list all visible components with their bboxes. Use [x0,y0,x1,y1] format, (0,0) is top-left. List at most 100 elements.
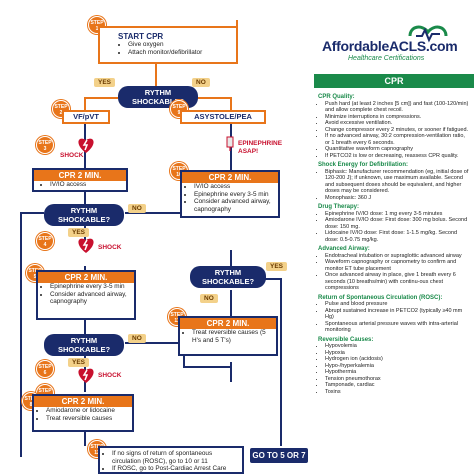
list-item: Abrupt sustained increase in PETCO2 (typ… [325,308,470,321]
list-item: Consider advanced airway, capnography [194,198,278,213]
connector [84,97,118,99]
connector [155,62,157,86]
list-item: Treat reversible causes [46,415,132,423]
list-item: Epinephrine every 3-5 min [50,283,134,291]
section-heading: Drug Therapy: [318,204,360,210]
cpr-box-list: IV/IO access Epinephrine every 3-5 min C… [182,183,278,213]
cpr-box-title: CPR 2 MIN. [182,172,278,183]
list-item: Endotracheal intubation or supraglottic … [325,253,470,260]
cpr-box-list: Epinephrine every 3-5 min Consider advan… [38,283,134,306]
start-cpr-box[interactable]: START CPR Give oxygen Attach monitor/def… [98,26,238,64]
connector [84,320,86,334]
start-cpr-list: Give oxygen Attach monitor/defibrillator [106,41,230,56]
list-item: Hypo-/hyperkalemia [325,363,470,370]
vf-pvt-box[interactable]: VF/pVT [62,110,110,124]
connector [84,430,86,446]
rhythm-shockable-decision-right[interactable]: RYTHM SHOCKABLE? [190,266,266,288]
yes-label: YES [266,262,288,271]
yes-label: YES [94,78,116,87]
heart-shock-icon [78,238,94,253]
rhythm-shockable-decision-mid[interactable]: RYTHM SHOCKABLE? [44,204,124,226]
shock-label: SHOCK [60,152,84,159]
list-item: If no advanced airway, 30:2 compression-… [325,133,470,146]
section-heading: Shock Energy for Defibrillation: [318,162,409,168]
connector [84,190,86,206]
list-item: Quantitative waveform capnography [325,146,470,153]
connector [196,97,232,99]
step-badge-3: STEP 3 [36,136,54,154]
list-item: Epinephrine IV/IO dose: 1 mg every 3-5 m… [325,211,470,218]
cpr-box-step3[interactable]: CPR 2 MIN. IV/IO access [32,168,128,192]
list-item: Amiodarone or lidocaine [46,407,132,415]
section-heading: CPR Quality: [318,94,355,100]
no-label: NO [200,294,218,303]
asystole-pea-box[interactable]: ASYSTOLE/PEA [180,110,266,124]
no-label: NO [128,334,146,343]
list-item: Hypoxia [325,350,470,357]
cpr-box-title: CPR 2 MIN. [34,396,132,407]
start-cpr-title: START CPR [118,32,164,41]
connector [125,342,185,344]
go-to-5-or-7-button[interactable]: GO TO 5 OR 7 [250,448,308,463]
list-item: Hydrogen ion (acidosis) [325,356,470,363]
list-item: Epinephrine every 3-5 min [194,191,278,199]
cpr-box-step5[interactable]: CPR 2 MIN. Epinephrine every 3-5 min Con… [36,270,136,320]
step-badge-6: STEP 6 [36,360,54,378]
shock-label: SHOCK [98,244,122,251]
list-item: Treat reversible causes (5 H's and 5 T's… [192,329,276,344]
list-item: Amiodarone IV/IO dose: First dose: 300 m… [325,217,470,230]
brand-tagline: Healthcare Certifications [348,55,425,62]
list-item: Minimize interruptions in compressions. [325,114,470,121]
heart-shock-icon [78,138,94,153]
list-item: Tension pneumothorax [325,376,470,383]
step12-box[interactable]: If no signs of return of spontaneous cir… [98,446,244,474]
rhythm-shockable-decision-low[interactable]: RYTHM SHOCKABLE? [44,334,124,356]
list-item: Consider advanced airway, capnography [50,291,134,306]
panel-section-rosc: Return of Spontaneous Circulation (ROSC)… [318,295,470,334]
panel-section-advanced-airway: Advanced Airway: Endotracheal intubation… [318,246,470,292]
list-item: Hypothermia [325,369,470,376]
heart-logo-icon [408,25,448,43]
connector [230,97,232,111]
step-badge-4: STEP 4 [36,232,54,250]
list-item: Attach monitor/defibrillator [128,49,230,57]
panel-section-drug-therapy: Drug Therapy: Epinephrine IV/IO dose: 1 … [318,204,470,243]
section-heading: Advanced Airway: [318,246,370,252]
section-heading: Return of Spontaneous Circulation (ROSC)… [318,294,443,301]
cpr-box-title: CPR 2 MIN. [180,318,276,329]
list-item: Biphasic: Manufacturer recommendation (e… [325,169,470,195]
connector [20,212,44,214]
connector [230,250,232,268]
section-heading: Reversible Causes: [318,336,374,343]
list-item: Push hard (at least 2 inches [5 cm]) and… [325,101,470,114]
cpr-box-list: IV/IO access [34,181,126,189]
list-item: Toxins [325,389,470,396]
cpr-box-list: Treat reversible causes (5 H's and 5 T's… [180,329,276,344]
list-item: If ROSC, go to Post-Cardiac Arrest Care [112,465,242,473]
panel-section-shock-energy: Shock Energy for Defibrillation: Biphasi… [318,162,470,201]
epinephrine-asap-label: EPINEPHRINE ASAP! [238,140,283,155]
cpr-box-step8[interactable]: CPR 2 MIN. Amiodarone or lidocaine Treat… [32,394,134,432]
connector [183,366,231,368]
no-label: NO [128,204,146,213]
list-item: Spontaneous arterial pressure waves with… [325,321,470,334]
brand-name: AffordableACLS.com [322,38,458,54]
connector [125,212,225,214]
cpr-box-list: Amiodarone or lidocaine Treat reversible… [34,407,132,422]
syringe-icon [226,136,234,151]
list-item: Once advanced airway in place, give 1 br… [325,272,470,292]
heart-shock-icon [78,368,94,383]
cpr-box-step10[interactable]: CPR 2 MIN. IV/IO access Epinephrine ever… [180,170,280,218]
list-item: Monophasic: 360 J [325,195,470,202]
list-item: Pulse and blood pressure [325,301,470,308]
cpr-box-step11[interactable]: CPR 2 MIN. Treat reversible causes (5 H'… [178,316,278,356]
yes-label: YES [68,228,90,237]
list-item: Avoid excessive ventilation. [325,120,470,127]
panel-section-cpr-quality: CPR Quality: Push hard (at least 2 inche… [318,94,470,159]
connector [230,290,232,316]
panel-body: CPR Quality: Push hard (at least 2 inche… [314,88,474,395]
list-item: Change compressor every 2 minutes, or so… [325,127,470,134]
cpr-box-title: CPR 2 MIN. [34,170,126,181]
list-item: If PETCO2 is low or decreasing, reassess… [325,153,470,160]
panel-section-reversible-causes: Reversible Causes: Hypovolemia Hypoxia H… [318,337,470,396]
